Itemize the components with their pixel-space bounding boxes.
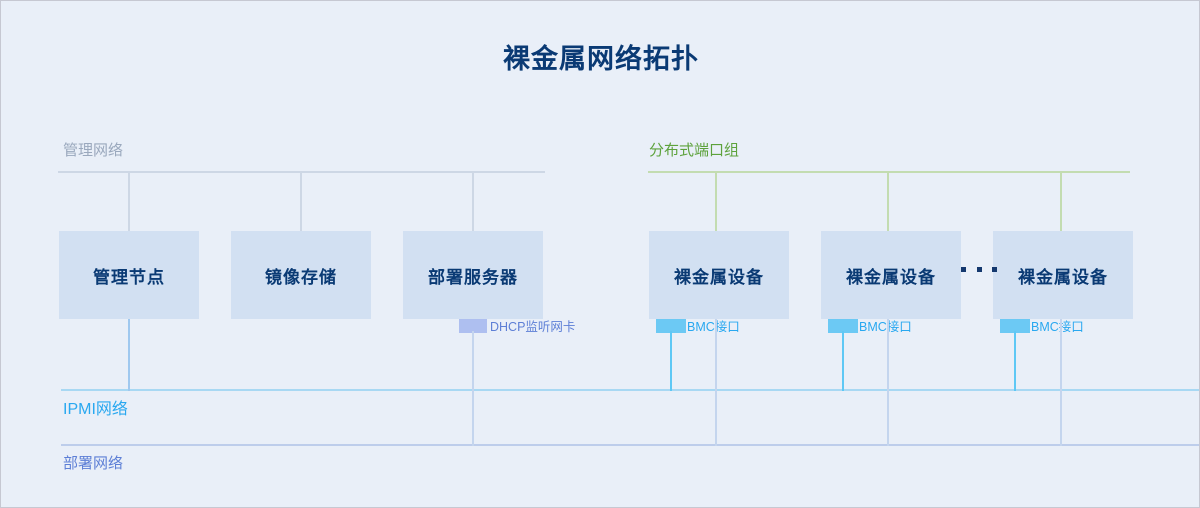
connector-management-bus-to-deploy-server xyxy=(472,171,474,233)
node-image-storage[interactable]: 镜像存储 xyxy=(231,231,371,319)
ellipsis-dot-2 xyxy=(976,267,982,272)
nic-chip-bmc-interface-2 xyxy=(828,319,858,333)
nic-chip-bmc-interface-1 xyxy=(656,319,686,333)
nic-label-dhcp-listener: DHCP监听网卡 xyxy=(490,320,576,334)
connector-management-bus-to-image-storage xyxy=(300,171,302,233)
node-bare-metal-device-1[interactable]: 裸金属设备 xyxy=(649,231,789,319)
zone-label-distributed-port-group: 分布式端口组 xyxy=(649,142,740,159)
connector-bare-metal-device-2-to-deployment-network xyxy=(887,319,889,446)
connector-bare-metal-device-1-to-ipmi-network xyxy=(670,331,672,391)
node-bare-metal-device-2[interactable]: 裸金属设备 xyxy=(821,231,961,319)
ellipsis-dot-1 xyxy=(961,267,966,272)
zone-label-ipmi-network: IPMI网络 xyxy=(63,401,128,418)
connector-dpg-bus-to-bare-metal-device-1 xyxy=(715,171,717,233)
ipmi-network-rail-line xyxy=(61,389,1199,391)
nic-label-bmc-interface-3: BMC接口 xyxy=(1031,320,1084,334)
connector-bare-metal-device-2-to-ipmi-network xyxy=(842,331,844,391)
node-bare-metal-device-3[interactable]: 裸金属设备 xyxy=(993,231,1133,319)
distributed-port-group-bus-line xyxy=(648,171,1130,173)
nic-chip-bmc-interface-3 xyxy=(1000,319,1030,333)
connector-dpg-bus-to-bare-metal-device-2 xyxy=(887,171,889,233)
zone-label-management: 管理网络 xyxy=(63,142,124,159)
connector-dpg-bus-to-bare-metal-device-3 xyxy=(1060,171,1062,233)
ellipsis-dot-3 xyxy=(992,267,997,272)
connector-deploy-server-to-deployment-network xyxy=(472,331,474,446)
nic-label-bmc-interface-1: BMC接口 xyxy=(687,320,740,334)
deployment-network-rail-line xyxy=(61,444,1199,446)
connector-bare-metal-device-3-to-ipmi-network xyxy=(1014,331,1016,391)
node-management-node[interactable]: 管理节点 xyxy=(59,231,199,319)
node-deploy-server[interactable]: 部署服务器 xyxy=(403,231,543,319)
connector-bare-metal-device-1-to-deployment-network xyxy=(715,319,717,446)
connector-bare-metal-device-3-to-deployment-network xyxy=(1060,319,1062,446)
page-title: 裸金属网络拓扑 xyxy=(503,44,699,74)
ellipsis-more-devices-icon xyxy=(961,267,997,272)
zone-label-deployment-network: 部署网络 xyxy=(63,455,124,472)
nic-chip-dhcp-listener xyxy=(459,319,487,333)
nic-label-bmc-interface-2: BMC接口 xyxy=(859,320,912,334)
connector-management-node-to-ipmi-network xyxy=(128,319,130,391)
connector-management-bus-to-management-node xyxy=(128,171,130,233)
